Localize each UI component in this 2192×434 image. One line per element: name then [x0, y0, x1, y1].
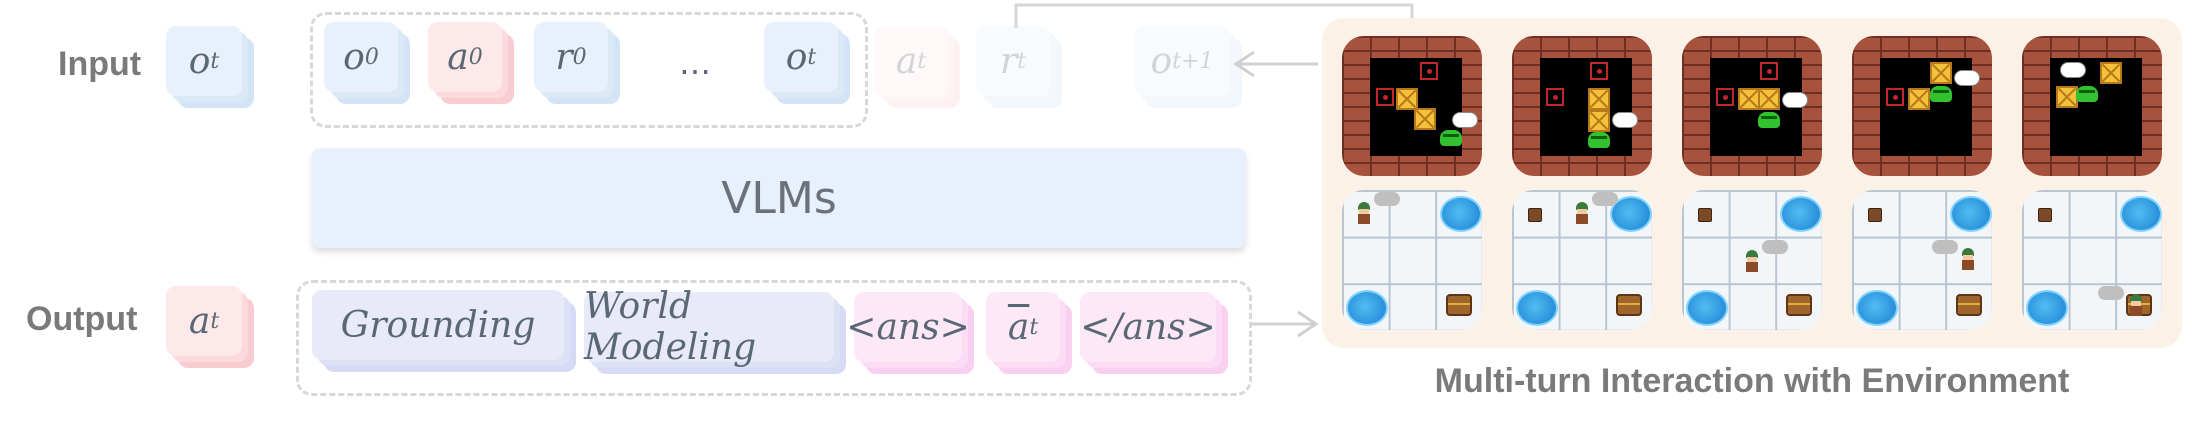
history-container — [310, 12, 868, 128]
token-base: o — [1150, 40, 1173, 82]
token-sub: t — [210, 48, 220, 74]
environment-panel — [1322, 18, 2182, 348]
token-base: r — [555, 36, 573, 78]
frozen-lake-tile — [1682, 190, 1822, 330]
frozen-lake-tile — [1342, 190, 1482, 330]
ans-open-token: <ans> — [846, 292, 974, 374]
token-sub: 0 — [572, 44, 587, 70]
token-base: a — [447, 36, 469, 78]
environment-caption: Multi-turn Interaction with Environment — [1434, 362, 2070, 400]
ans-close-label: </ans> — [1080, 306, 1216, 348]
token-sub: t — [917, 48, 927, 74]
sokoban-tile — [1682, 36, 1822, 176]
token-sub: t — [1017, 48, 1027, 74]
sokoban-tile — [1512, 36, 1652, 176]
token-sub: t — [210, 308, 220, 334]
frozen-lake-tile — [1852, 190, 1992, 330]
token-sub: 0 — [364, 44, 379, 70]
output-container — [296, 280, 1252, 396]
sokoban-tile — [1852, 36, 1992, 176]
token-sub: t+1 — [1172, 48, 1214, 74]
output-label: Output — [26, 300, 138, 338]
ans-open-label: <ans> — [846, 306, 970, 348]
token-sub: t — [1029, 314, 1039, 340]
sokoban-tile — [2022, 36, 2162, 176]
world-modeling-step: World Modeling — [584, 286, 846, 374]
token-base: o — [188, 40, 211, 82]
vlms-block: VLMs — [312, 148, 1246, 248]
ans-close-token: </ans> — [1080, 292, 1228, 374]
token-base: r — [999, 40, 1018, 82]
history-ellipsis: … — [679, 44, 711, 82]
sokoban-tile — [1342, 36, 1482, 176]
token-base: o — [785, 36, 808, 78]
token-sub: t — [807, 44, 817, 70]
grounding-step: Grounding — [312, 290, 576, 372]
input-label: Input — [58, 45, 142, 83]
token-base: a — [895, 40, 918, 82]
token-base: a — [1007, 306, 1030, 348]
frozen-lake-tile — [1512, 190, 1652, 330]
frozen-lake-tile — [2022, 190, 2162, 330]
world-modeling-label: World Modeling — [584, 286, 757, 368]
token-sub: 0 — [468, 44, 483, 70]
grounding-label: Grounding — [340, 304, 536, 346]
token-base: o — [343, 36, 365, 78]
token-base: a — [188, 300, 211, 342]
